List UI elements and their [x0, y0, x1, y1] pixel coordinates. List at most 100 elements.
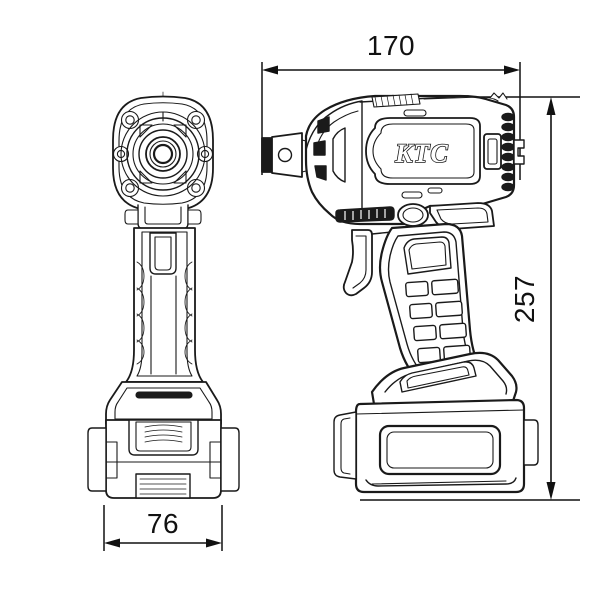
vent-oval-1	[501, 112, 515, 122]
front-head-housing-inner	[118, 102, 208, 205]
front-collar-tab-right	[187, 209, 202, 225]
knurl-patch	[371, 93, 421, 108]
rib-l2	[136, 287, 145, 317]
side-grip-window	[403, 236, 452, 275]
rib-tr	[173, 124, 187, 138]
rib-l1	[136, 261, 145, 291]
k4	[392, 94, 396, 106]
badge-plate-inner	[372, 123, 475, 179]
arrow-170-right	[504, 65, 520, 75]
rib-bl	[139, 170, 153, 184]
rib-r1	[184, 261, 193, 291]
grip-pad-l2	[409, 302, 433, 320]
front-battery-latch-panel-inner	[135, 421, 192, 452]
badge-plate-outer	[365, 117, 481, 185]
front-grip-ribs-left	[136, 261, 145, 365]
front-battery-shoulder-inner	[114, 387, 213, 420]
vent-oval-2	[501, 122, 515, 132]
latch-line-1	[144, 424, 183, 428]
anvil-tip	[261, 137, 273, 173]
mode-button-face	[487, 138, 498, 165]
grip-pad-r2	[435, 300, 463, 318]
grip-pad-l1	[405, 280, 429, 298]
side-ktc-badge: KTC	[365, 117, 481, 185]
side-collar-band	[332, 127, 346, 183]
k3	[386, 95, 390, 107]
side-underbody-shelf-inner	[436, 207, 489, 225]
front-battery-wing-left	[87, 427, 107, 492]
side-motor-hump-inner	[315, 110, 359, 151]
ktc-logo-text: KTC	[394, 139, 449, 168]
front-head-ribs	[139, 111, 187, 184]
side-motor-hump	[305, 100, 363, 213]
side-lower-button-2	[427, 187, 443, 194]
gearcase-ring-3	[132, 123, 194, 185]
led-lamp-inner	[402, 207, 424, 223]
dim-label-76: 76	[147, 508, 179, 539]
rib-r4	[184, 339, 193, 365]
led-strip-ticks	[344, 209, 386, 220]
dimension-170: 170	[261, 30, 521, 180]
side-battery-window-inner	[386, 431, 494, 469]
latch-line-3	[144, 434, 183, 438]
front-battery-latch-panel	[128, 419, 199, 456]
latch-line-4	[144, 439, 183, 443]
arrow-170-left	[262, 65, 278, 75]
side-led-strip	[335, 206, 395, 223]
square-drive-bore	[152, 143, 174, 165]
arrow-257-bottom	[546, 482, 556, 500]
side-lower-button-1	[401, 191, 423, 199]
side-top-highlight	[423, 96, 499, 102]
side-battery-bottom-rail-inner	[371, 480, 507, 485]
grip-pad-r1	[431, 278, 459, 296]
rib-r2	[184, 287, 193, 317]
side-front-vent-fins	[313, 116, 330, 181]
vent-oval-6	[501, 162, 515, 172]
k1	[374, 96, 378, 108]
front-battery-latch-lines	[144, 424, 183, 443]
vent-oval-3	[501, 132, 515, 142]
rib-tl	[139, 124, 153, 138]
rib-l4	[136, 339, 145, 365]
dim-label-170: 170	[367, 30, 415, 61]
front-battery-notch-left	[105, 441, 118, 479]
vent-oval-7	[501, 172, 515, 182]
k5	[398, 94, 402, 106]
side-battery-rear-tab	[523, 419, 539, 466]
front-trigger-recess-inner	[154, 236, 172, 271]
dimension-76: 76	[103, 505, 223, 551]
latch-line-2	[144, 429, 183, 433]
side-grip-pads	[405, 278, 471, 364]
vent-fin-2	[313, 140, 326, 156]
rib-br	[173, 170, 187, 184]
side-top-knurl	[371, 93, 421, 108]
side-top-small-button	[403, 109, 427, 117]
dim-label-257: 257	[509, 275, 540, 323]
front-collar-tab-left	[124, 209, 139, 225]
side-rear-hook	[513, 139, 525, 165]
vent-oval-4	[501, 142, 515, 152]
side-rear-top-notch	[489, 92, 508, 100]
knurl-lines	[374, 93, 414, 108]
boss-hole-top-right	[191, 115, 201, 125]
side-battery-bottom-rail	[365, 477, 517, 487]
side-trigger-inner	[352, 235, 367, 289]
front-battery-wing-right	[220, 427, 240, 492]
side-vent-column	[501, 112, 515, 192]
side-grip-window-inner	[408, 241, 447, 270]
vent-fin-3	[314, 165, 327, 181]
side-battery-front-cap-inner	[340, 417, 351, 475]
front-head-bolt-bosses	[112, 110, 214, 198]
front-battery-notch-right	[209, 441, 222, 479]
gearcase-ring-4	[138, 129, 188, 179]
side-square-drive	[261, 132, 311, 178]
arrow-76-left	[104, 538, 120, 548]
boss-hole-bottom-left	[125, 183, 135, 193]
side-mode-button	[483, 133, 502, 170]
side-led-lamp	[397, 203, 429, 227]
k7	[410, 93, 414, 105]
led-strip-body	[335, 206, 395, 223]
side-saddle-slot	[399, 361, 477, 393]
